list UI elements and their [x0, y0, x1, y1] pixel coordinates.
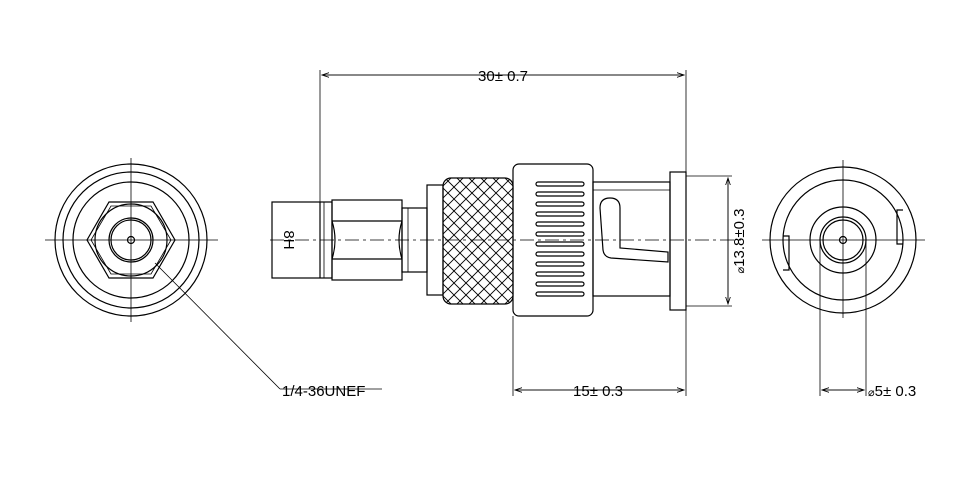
body-rib: [535, 251, 585, 257]
outer-ring: [54, 163, 208, 317]
left-end-view: 1/4-36UNEF: [45, 158, 382, 400]
knurl-pattern: [443, 178, 513, 304]
knurl-line: [443, 178, 476, 304]
knurl-line: [443, 178, 513, 304]
overall-length-label: 30± 0.7: [478, 68, 528, 85]
body-rib: [535, 241, 585, 247]
knurled-grip: [442, 177, 514, 305]
hex-bore: [94, 203, 168, 277]
body-rib: [535, 291, 585, 297]
thread-leader: [154, 262, 281, 390]
body-rib: [535, 231, 585, 237]
diameter-symbol: ⌀: [735, 266, 747, 273]
knurl-line: [443, 178, 513, 304]
body-rib: [535, 211, 585, 217]
hex-chamfer: [90, 205, 172, 275]
right-end-view: ⌀5± 0.3: [762, 160, 925, 400]
dielectric-outer: [108, 217, 154, 263]
body-rib: [535, 181, 585, 187]
body-rib: [535, 281, 585, 287]
dielectric-inner: [110, 219, 152, 261]
body-ribs: [535, 181, 585, 297]
body-length-label: 15± 0.3: [573, 383, 623, 400]
body-rib: [535, 271, 585, 277]
insulator-inner: [822, 219, 864, 261]
bayonet-slot: [599, 197, 669, 263]
right-center-pin: [838, 235, 848, 245]
knurl-line: [504, 178, 513, 304]
front-flange: [669, 171, 687, 311]
knurl-line: [443, 178, 488, 304]
thread-spec-label: 1/4-36UNEF: [282, 383, 365, 400]
knurl-line: [443, 178, 452, 304]
body-rib: [535, 221, 585, 227]
body-diameter-label: ⌀13.8±0.3: [731, 209, 748, 274]
knurl-line: [443, 178, 452, 304]
center-pin: [126, 235, 136, 245]
body-rib: [535, 191, 585, 197]
bayonet-notch-left: [783, 235, 790, 271]
knurl-line: [504, 178, 513, 304]
hex-size-label: 8H: [280, 230, 297, 249]
body-rib: [535, 261, 585, 267]
pin-diameter-label: ⌀5± 0.3: [868, 383, 916, 400]
body-diameter-value: 13.8±0.3: [731, 209, 748, 267]
pin-diameter-symbol: ⌀: [868, 387, 875, 399]
knurl-line: [480, 178, 513, 304]
knurl-line: [468, 178, 513, 304]
knurl-line: [456, 178, 513, 304]
right-sleeve-ring: [782, 179, 904, 301]
right-outer-ring: [769, 166, 917, 314]
pin-diameter-value: 5± 0.3: [875, 383, 917, 400]
hex-nut: [86, 201, 176, 279]
side-view: 30± 0.7 15± 0.3 8H ⌀13.8±0.3: [270, 68, 748, 400]
outer-ring-inner: [62, 171, 200, 309]
hex-nut-side: [331, 199, 403, 281]
hex-chamfer-arcs: [331, 220, 403, 260]
knurl-line: [443, 178, 500, 304]
insulator-outer: [809, 206, 877, 274]
bayonet-notch-right: [896, 209, 903, 245]
shoulder-ring: [72, 181, 190, 299]
body-rib: [535, 201, 585, 207]
